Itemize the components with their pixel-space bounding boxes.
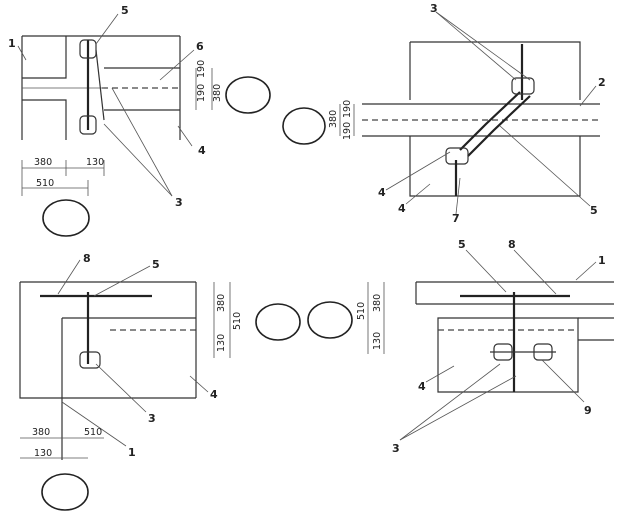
detail-2-diagonal-joint: 3 2 4 4 7 5 380 190 190: [282, 2, 606, 225]
d3-bracket: [79, 351, 101, 369]
d4-leader-3a: [399, 363, 501, 441]
d2-leader-2: [579, 85, 597, 107]
d3-callout-1: 1: [128, 446, 136, 459]
d3-dim-130-vertical: 130: [216, 334, 227, 352]
d1-marker-right: [225, 76, 271, 114]
d3-marker-right: [255, 303, 301, 341]
d3-dim-vertical: [213, 282, 231, 358]
d3-leader-3: [95, 363, 147, 413]
d3-dim-510-vertical: 510: [232, 312, 243, 330]
d2-dim-190a: 190: [342, 100, 353, 118]
d1-wall-inner-lower: [22, 99, 67, 140]
d4-callout-5: 5: [458, 238, 466, 251]
d2-marker-left: [282, 107, 326, 145]
d4-callout-1: 1: [598, 254, 606, 267]
d1-dim-380: 380: [34, 157, 52, 168]
d1-callout-5: 5: [121, 4, 129, 17]
d1-tie-bar: [95, 49, 105, 121]
d4-callout-9: 9: [584, 404, 592, 417]
d4-panel: [437, 317, 579, 393]
d2-leader-4a: [385, 151, 451, 191]
d3-dim-380: 380: [32, 427, 50, 438]
d2-diagonal-rod: [459, 91, 521, 151]
d3-leader-5: [93, 265, 151, 297]
d2-callout-2: 2: [598, 76, 606, 89]
d1-callout-1: 1: [8, 37, 16, 50]
d1-leader-3b: [103, 123, 173, 197]
d2-dim-380: 380: [328, 110, 339, 128]
detail-4-straight-joint: 5 8 1 4 9 3 510 380 130: [307, 238, 614, 455]
d3-callout-8: 8: [83, 252, 91, 265]
d1-bottom-bracket: [79, 115, 97, 135]
d2-callout-7: 7: [452, 212, 460, 225]
d1-dim-190a: 190: [196, 60, 207, 78]
d1-dim-vertical: [195, 68, 213, 110]
d1-dim-380-vertical: 380: [212, 84, 223, 102]
d2-leader-3b: [435, 11, 531, 81]
d2-callout-4b: 4: [398, 202, 406, 215]
d1-callout-4: 4: [198, 144, 206, 157]
d2-leader-3a: [435, 11, 517, 81]
d2-leader-4b: [405, 183, 431, 205]
d3-marker-bottom: [41, 473, 89, 511]
d3-dim-130: 510: [84, 427, 102, 438]
detail-1-corner-joint: 1 5 6 4 3 380 130 510 190 190 380: [8, 4, 271, 237]
d1-top-bracket: [79, 39, 97, 59]
d3-wall-left: [19, 282, 196, 399]
d2-dim-190b: 190: [342, 122, 353, 140]
d2-upper-wall: [410, 41, 581, 100]
d2-callout-5: 5: [590, 204, 598, 217]
d1-wall-inner: [22, 36, 67, 79]
d1-callout-3: 3: [175, 196, 183, 209]
d3-callout-4: 4: [210, 388, 218, 401]
d2-dim-vertical: [339, 104, 355, 136]
d1-callout-6: 6: [196, 40, 204, 53]
d4-leader-9: [541, 359, 585, 403]
d1-dim-510: 510: [36, 178, 54, 189]
d1-dim-130: 130: [86, 157, 104, 168]
d4-leader-5: [465, 249, 507, 293]
d2-leader-5: [499, 125, 591, 207]
d3-dim-510: 130: [34, 448, 52, 459]
d1-dim-ticks: [21, 160, 105, 196]
d1-marker-bottom: [42, 199, 90, 237]
d1-leader-3a: [111, 87, 173, 197]
d3-dim-380-vertical: 380: [216, 294, 227, 312]
d4-leader-3b: [399, 375, 517, 441]
d1-leader-1: [17, 45, 27, 61]
d4-right-stub: [578, 317, 614, 341]
d2-leader-7: [455, 177, 461, 215]
d1-leader-4: [177, 125, 193, 147]
d3-callout-3: 3: [148, 412, 156, 425]
d4-dim-vertical: [367, 282, 385, 354]
d1-leader-6: [159, 49, 195, 81]
d4-leader-8: [513, 249, 557, 295]
d2-lower-wall: [409, 136, 581, 197]
d1-dim-190b: 190: [196, 84, 207, 102]
d4-callout-3: 3: [392, 442, 400, 455]
d2-upper-bracket: [511, 77, 535, 95]
d1-leader-5: [95, 13, 119, 45]
d4-dim-380: 380: [372, 294, 383, 312]
d4-leader-4: [425, 365, 455, 383]
d2-diagonal-rod-2: [467, 95, 531, 157]
d2-callout-4a: 4: [378, 186, 386, 199]
d4-marker-left: [307, 301, 353, 339]
detail-3-corner-joint: 8 5 4 3 1 380 510 130 380 130 510: [19, 252, 301, 511]
d4-leader-1: [575, 261, 597, 281]
d3-callout-5: 5: [152, 258, 160, 271]
d3-leader-4: [189, 375, 209, 393]
d4-callout-4: 4: [418, 380, 426, 393]
d2-callout-3: 3: [430, 2, 438, 15]
d4-dim-510: 510: [356, 302, 367, 320]
d3-leader-1: [61, 401, 127, 447]
d4-callout-8: 8: [508, 238, 516, 251]
d3-leader-8: [57, 259, 81, 295]
d4-dim-130: 130: [372, 332, 383, 350]
